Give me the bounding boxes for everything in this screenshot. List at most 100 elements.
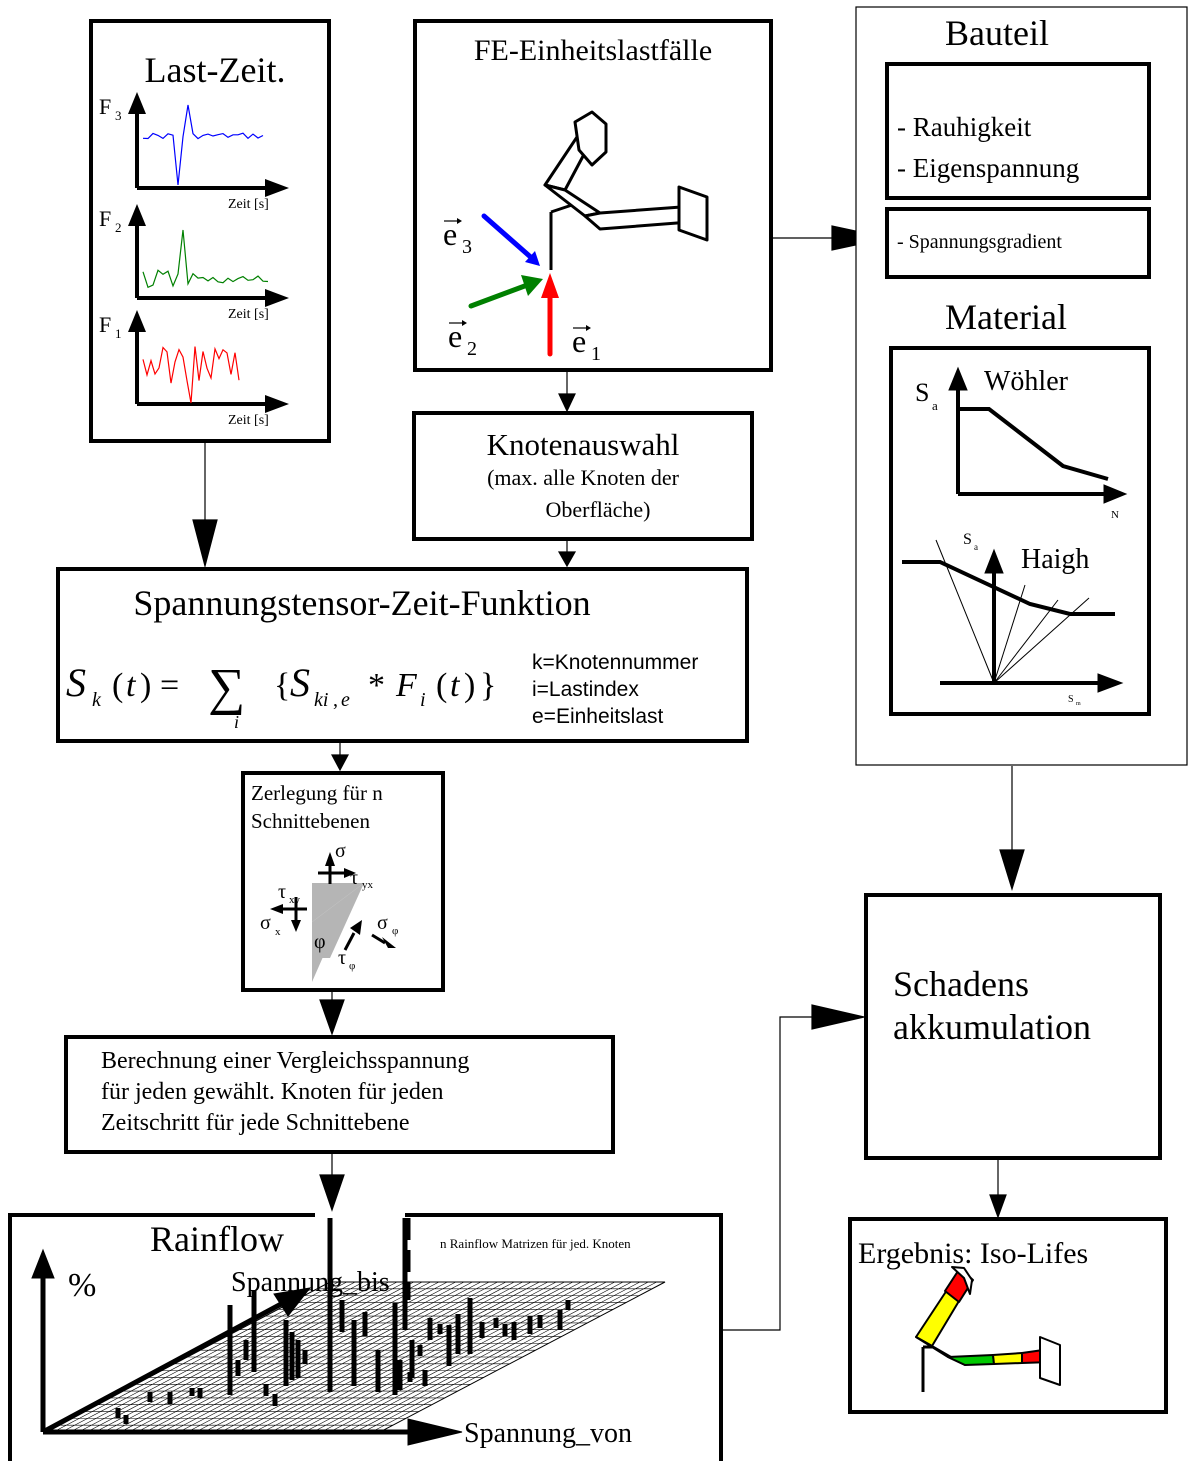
vector-sub: 1 bbox=[591, 343, 601, 365]
berechnung-line2: für jeden gewählt. Knoten für jeden bbox=[101, 1079, 444, 1105]
rainflow-axis-bis: Spannung_bis bbox=[231, 1267, 390, 1298]
svg-text:(: ( bbox=[436, 667, 447, 704]
svg-text:,: , bbox=[333, 689, 338, 711]
load-xlabel-1: Zeit [s] bbox=[228, 413, 269, 428]
svg-text:k: k bbox=[92, 689, 102, 711]
woehler-chart: S a Wöhler N bbox=[915, 366, 1128, 521]
spannungstensor-box: Spannungstensor-Zeit-Funktion S k ( t ) … bbox=[56, 567, 749, 743]
tau-yx-label: τ bbox=[350, 867, 358, 889]
bauteil-item-1: - Rauhigkeit bbox=[897, 112, 1032, 142]
vector-letter: e bbox=[572, 323, 586, 359]
haigh-xlabel: S bbox=[1068, 694, 1074, 705]
ergebnis-title: Ergebnis: Iso-Lifes bbox=[858, 1237, 1088, 1270]
legend-e: e=Einheitslast bbox=[532, 705, 663, 728]
tau-xy-sub: xy bbox=[289, 894, 301, 906]
sigma-label: σ bbox=[335, 840, 346, 862]
svg-text:): ) bbox=[140, 667, 151, 704]
svg-text:): ) bbox=[464, 667, 475, 704]
svg-text:*: * bbox=[368, 667, 385, 704]
load-signal-2 bbox=[142, 229, 269, 289]
sigma-phi-sub: φ bbox=[392, 925, 398, 937]
stress-element-icon bbox=[270, 852, 396, 982]
zerlegung-line2: Schnittebenen bbox=[251, 809, 370, 833]
berechnung-line1: Berechnung einer Vergleichsspannung bbox=[101, 1048, 469, 1074]
rainflow-axis-von: Spannung_von bbox=[464, 1418, 632, 1449]
svg-text:=: = bbox=[160, 667, 179, 704]
load-label-3: F bbox=[99, 94, 111, 119]
sigma-phi-label: σ bbox=[377, 912, 388, 934]
knoten-line2: Oberfläche) bbox=[545, 497, 650, 522]
spannungstensor-title: Spannungstensor-Zeit-Funktion bbox=[133, 583, 590, 623]
rainflow-bars bbox=[115, 1218, 571, 1424]
woehler-title: Wöhler bbox=[984, 366, 1069, 397]
rainflow-ylabel: % bbox=[68, 1267, 96, 1304]
formula: S k ( t ) = ∑ i { S ki , e * F i ( t ) } bbox=[66, 659, 496, 732]
spannungsgradient-label: - Spannungsgradient bbox=[897, 231, 1062, 253]
svg-text:(: ( bbox=[112, 667, 123, 704]
load-xlabel-3: Zeit [s] bbox=[228, 197, 269, 212]
svg-text:e: e bbox=[341, 689, 350, 711]
svg-text:F: F bbox=[395, 667, 418, 704]
woehler-ylabel: S bbox=[915, 378, 929, 407]
sigma-x-label: σ bbox=[260, 912, 271, 934]
tau-yx-sub: yx bbox=[362, 879, 374, 891]
berechnung-line3: Zeitschritt für jede Schnittebene bbox=[101, 1110, 410, 1136]
legend-k: k=Knotennummer bbox=[532, 651, 698, 674]
fe-title: FE-Einheitslastfälle bbox=[474, 34, 712, 67]
load-sub-1: 1 bbox=[115, 326, 122, 341]
vector-letter: e bbox=[448, 318, 462, 354]
load-sub-3: 3 bbox=[115, 108, 122, 123]
haigh-title: Haigh bbox=[1021, 544, 1089, 575]
haigh-chart: S a Haigh S m bbox=[902, 531, 1124, 707]
svg-text:t: t bbox=[126, 667, 137, 704]
tau-phi-label: τ bbox=[338, 947, 346, 969]
material-title: Material bbox=[945, 297, 1067, 337]
svg-text:}: } bbox=[480, 667, 496, 704]
load-sub-2: 2 bbox=[115, 220, 122, 235]
knoten-line1: (max. alle Knoten der bbox=[487, 465, 679, 490]
knoten-title: Knotenauswahl bbox=[487, 427, 680, 462]
iso-life-component-icon bbox=[915, 1266, 1061, 1392]
phi-label: φ bbox=[314, 931, 326, 953]
unit-vectors bbox=[468, 213, 559, 357]
tau-phi-sub: φ bbox=[349, 960, 355, 972]
knotenauswahl-box: Knotenauswahl (max. alle Knoten der Ober… bbox=[412, 411, 754, 541]
rainflow-box: Rainflow n Rainflow Matrizen für jed. Kn… bbox=[8, 1213, 723, 1461]
last-zeit-title: Last-Zeit. bbox=[145, 50, 286, 90]
load-xlabel-2: Zeit [s] bbox=[228, 307, 269, 322]
haigh-ysub: a bbox=[974, 542, 978, 552]
svg-text:∑: ∑ bbox=[208, 659, 245, 716]
bauteil-material-panel: Bauteil - Rauhigkeit - Eigenspannung - S… bbox=[855, 6, 1188, 766]
ergebnis-box: Ergebnis: Iso-Lifes bbox=[848, 1217, 1168, 1414]
woehler-xlabel: N bbox=[1111, 509, 1119, 521]
schadensakkumulation-box: Schadens akkumulation bbox=[864, 893, 1162, 1160]
load-signal-3 bbox=[142, 104, 264, 186]
load-label-1: F bbox=[99, 312, 111, 337]
load-label-2: F bbox=[99, 206, 111, 231]
svg-text:S: S bbox=[290, 660, 310, 705]
schadens-line1: Schadens bbox=[893, 964, 1029, 1004]
rainflow-axes bbox=[31, 1248, 463, 1446]
svg-text:i: i bbox=[234, 712, 239, 732]
berechnung-box: Berechnung einer Vergleichsspannung für … bbox=[64, 1035, 615, 1154]
svg-text:ki: ki bbox=[314, 689, 328, 711]
legend-i: i=Lastindex bbox=[532, 678, 639, 701]
bauteil-item-2: - Eigenspannung bbox=[897, 153, 1079, 183]
svg-text:t: t bbox=[450, 667, 461, 704]
bauteil-title: Bauteil bbox=[945, 13, 1049, 53]
vector-sub: 2 bbox=[467, 338, 477, 360]
zerlegung-line1: Zerlegung für n bbox=[251, 781, 383, 805]
woehler-ysub: a bbox=[932, 398, 938, 413]
